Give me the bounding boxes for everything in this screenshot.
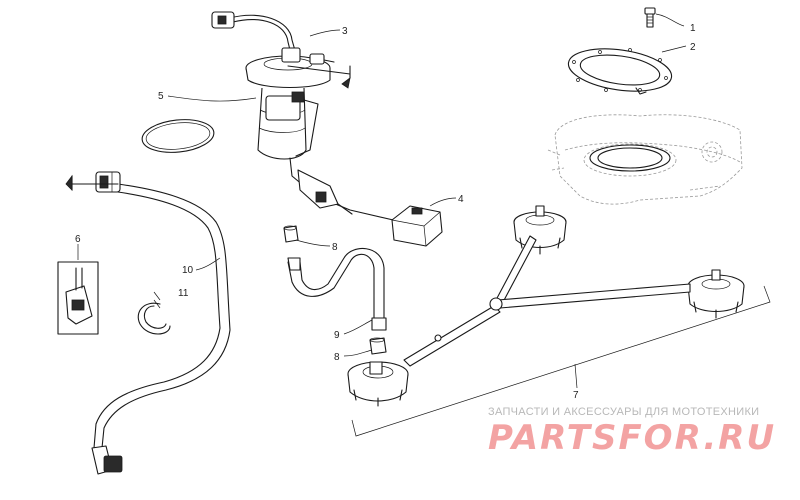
part-8-clamp-lower — [369, 337, 387, 355]
part-7-bracket — [351, 285, 771, 437]
part-4-float — [391, 205, 443, 247]
part-6-connector — [57, 261, 99, 335]
callout-2: 2 — [690, 42, 696, 53]
reference-arrow — [65, 174, 119, 191]
leader-lines — [77, 13, 687, 357]
part-5-o-ring — [141, 119, 215, 153]
callout-8-lower: 8 — [334, 352, 340, 363]
callout-3: 3 — [342, 26, 348, 37]
callout-4: 4 — [458, 194, 464, 205]
callout-5: 5 — [158, 91, 164, 102]
watermark-logo: PARTSFOR.RU — [488, 418, 777, 458]
callout-10: 10 — [182, 265, 194, 276]
watermark-subtitle: ЗАПЧАСТИ И АКСЕССУАРЫ ДЛЯ МОТОТЕХНИКИ — [488, 406, 760, 418]
callout-9: 9 — [334, 330, 340, 341]
callout-1: 1 — [690, 23, 696, 34]
part-1-bolt — [644, 7, 656, 28]
callout-7: 7 — [573, 390, 579, 401]
callout-8-upper: 8 — [332, 242, 338, 253]
part-8-clamp-upper — [283, 225, 299, 243]
part-9-hose — [287, 247, 387, 331]
fuel-tank-ghost — [547, 114, 743, 205]
part-2-gasket — [567, 48, 673, 95]
part-11-clip — [137, 299, 171, 335]
reference-arrow — [287, 65, 351, 89]
part-3-fuel-pump — [211, 11, 403, 223]
callouts: 1 2 3 4 5 6 7 8 8 9 10 11 — [75, 23, 696, 401]
callout-6: 6 — [75, 234, 81, 245]
part-10-fuel-line — [91, 171, 231, 475]
callout-11: 11 — [178, 288, 189, 299]
part-7-fuel-manifold — [347, 205, 745, 407]
